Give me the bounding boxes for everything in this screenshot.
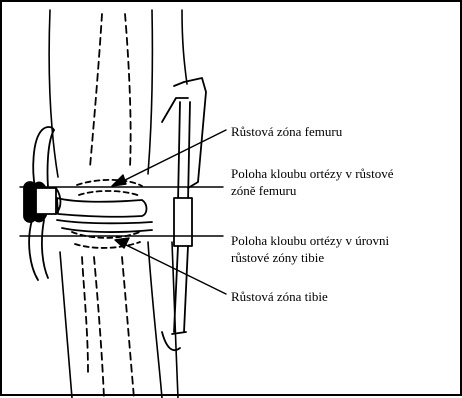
label-orthosis-joint-tibia: Poloha kloubu ortézy v úrovni růstové zó… (231, 232, 389, 266)
tibia-outline (60, 242, 178, 398)
femur-growth-plate (77, 180, 142, 196)
femur-bone-dashed (90, 14, 131, 167)
label-orthosis-joint-femur: Poloha kloubu ortézy v růstové zóně femu… (231, 165, 393, 199)
orthosis-side-rail (162, 78, 206, 350)
knee-joint (57, 198, 152, 232)
label-orthosis-joint-femur-line1: Poloha kloubu ortézy v růstové (231, 165, 393, 182)
label-orthosis-joint-femur-line2: zóně femuru (231, 182, 393, 199)
arrow-tibia-growth-zone-head (115, 238, 129, 248)
arrow-femur-growth-zone (117, 130, 226, 184)
label-tibia-growth-zone-text: Růstová zóna tibie (231, 289, 328, 304)
femur-outline (49, 10, 187, 177)
label-tibia-growth-zone: Růstová zóna tibie (231, 288, 328, 305)
tibia-bone-dashed (82, 257, 134, 398)
tibia-growth-plate (72, 231, 142, 248)
label-orthosis-joint-tibia-line2: růstové zóny tibie (231, 249, 389, 266)
label-femur-growth-zone: Růstová zóna femuru (231, 123, 342, 140)
label-femur-growth-zone-text: Růstová zóna femuru (231, 124, 342, 139)
label-orthosis-joint-tibia-line1: Poloha kloubu ortézy v úrovni (231, 232, 389, 249)
